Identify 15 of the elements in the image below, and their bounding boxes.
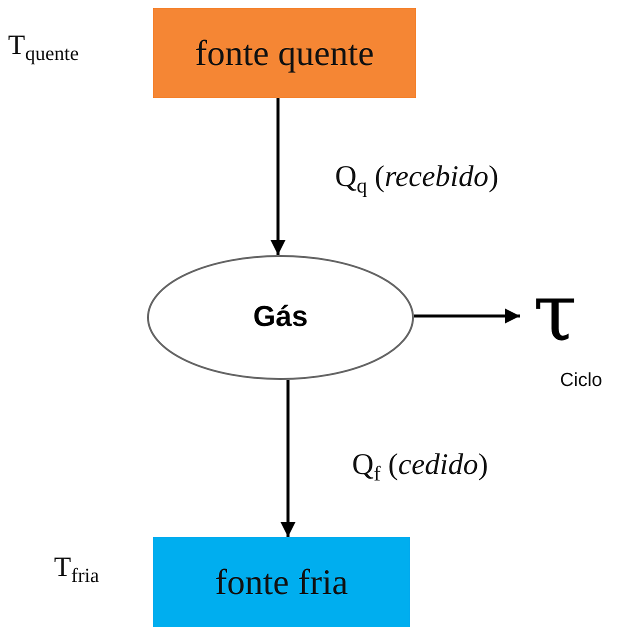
heat-sink-box: [153, 537, 410, 627]
tau-symbol: τ: [532, 273, 578, 353]
arrow: [280, 380, 296, 537]
edge-label: Q$_{f}$ (cedido): [352, 448, 488, 486]
node-caption: T$_{quente}$: [8, 30, 79, 66]
node-caption: T$_{fria}$: [54, 552, 100, 588]
node-label: fonte quente: [195, 32, 374, 74]
node-caption: Ciclo: [560, 370, 602, 392]
heat-source-box: [153, 8, 416, 98]
arrow: [414, 308, 520, 324]
node-label: Gás: [253, 301, 308, 334]
gas-ellipse: [147, 255, 414, 380]
edge-label: Q$_{q}$ (recebido): [335, 160, 499, 198]
node-label: fonte fria: [215, 561, 348, 603]
arrow: [270, 98, 286, 255]
